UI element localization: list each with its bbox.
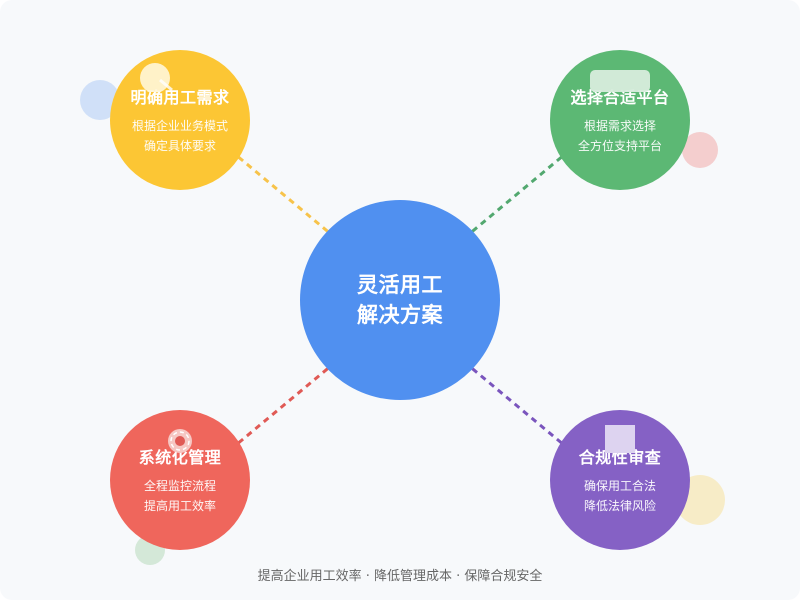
center-title-line1: 灵活用工: [357, 273, 443, 297]
node-requirements-title: 明确用工需求: [130, 88, 230, 107]
node-management: 系统化管理 全程监控流程 提高用工效率: [110, 410, 250, 550]
center-node: 灵活用工 解决方案: [300, 200, 500, 400]
node-management-desc-line2: 提高用工效率: [143, 499, 216, 513]
node-requirements-desc: 根据企业业务模式 确定具体要求: [132, 116, 228, 156]
node-compliance-desc-line1: 确保用工合法: [583, 479, 656, 493]
decor-pink-circle: [682, 132, 718, 168]
screen-icon: [590, 70, 650, 92]
node-compliance-desc: 确保用工合法 降低法律风险: [584, 476, 656, 516]
connector-bottom-right: [449, 348, 571, 452]
node-management-desc: 全程监控流程 提高用工效率: [144, 476, 216, 516]
connector-bottom-left: [229, 348, 351, 452]
node-requirements: 明确用工需求 根据企业业务模式 确定具体要求: [110, 50, 250, 190]
node-management-title: 系统化管理: [138, 448, 222, 467]
node-platform-title: 选择合适平台: [570, 88, 670, 107]
node-compliance-desc-line2: 降低法律风险: [583, 499, 656, 513]
node-compliance-title: 合规性审查: [578, 448, 662, 467]
node-platform-desc-line1: 根据需求选择: [583, 119, 656, 133]
node-requirements-desc-line2: 确定具体要求: [143, 139, 216, 153]
connector-top-right: [449, 148, 571, 252]
target-icon: [168, 429, 192, 453]
lightbulb-icon: [140, 63, 173, 92]
node-platform-desc-line2: 全方位支持平台: [577, 139, 662, 153]
node-requirements-desc-line1: 根据企业业务模式: [131, 119, 228, 133]
footer-caption: 提高企业用工效率 · 降低管理成本 · 保障合规安全: [257, 569, 543, 584]
center-title-line2: 解决方案: [357, 303, 443, 327]
connector-top-left: [229, 148, 351, 252]
node-management-desc-line1: 全程监控流程: [143, 479, 216, 493]
document-icon: [605, 425, 635, 453]
node-platform-desc: 根据需求选择 全方位支持平台: [578, 116, 662, 156]
